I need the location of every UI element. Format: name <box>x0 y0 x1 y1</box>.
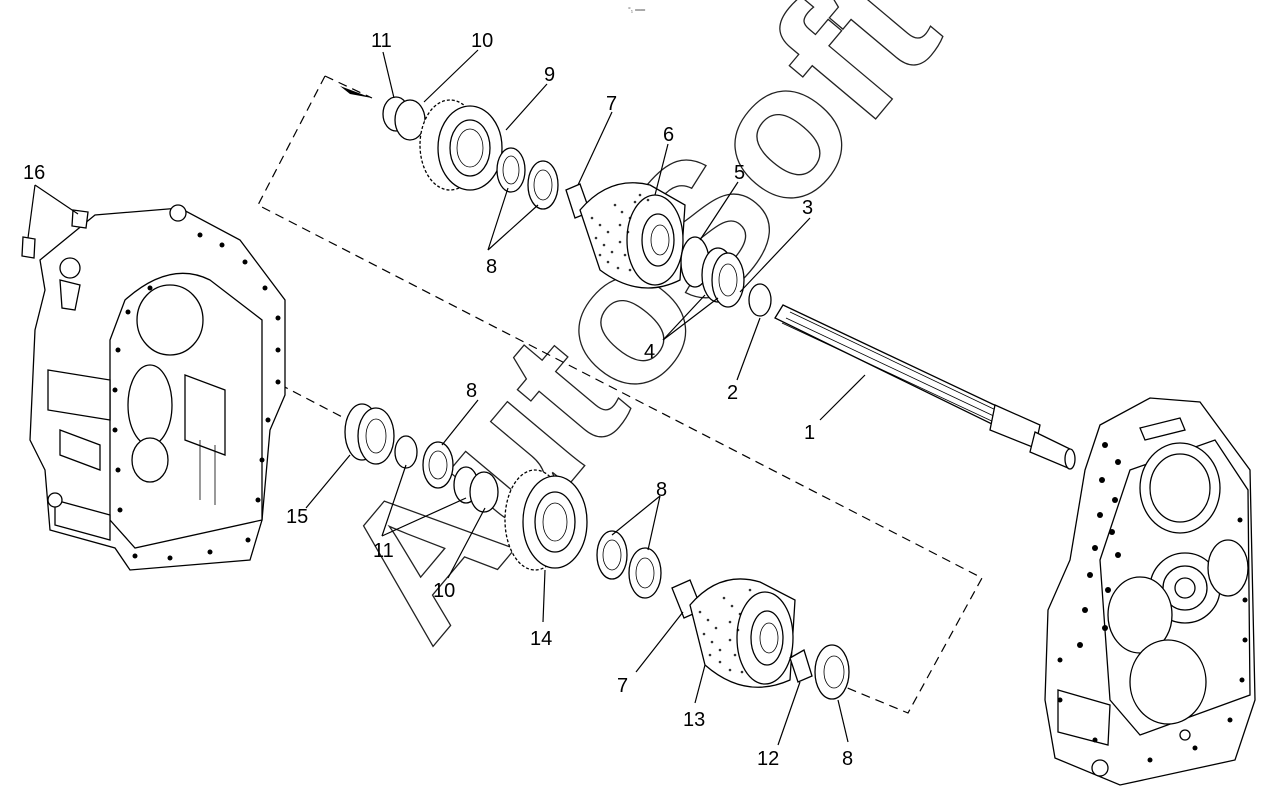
ring-part-2 <box>748 283 772 317</box>
callout-8-lower-right: 8 <box>656 479 667 501</box>
arrow-head-icon <box>340 86 372 98</box>
ring-part-12 <box>789 649 813 683</box>
clutch-part-6 <box>579 182 686 289</box>
upper-gear-train <box>382 96 772 317</box>
callout-8-bottom: 8 <box>842 748 853 770</box>
race-part-8b <box>527 160 559 210</box>
callout-12: 12 <box>757 748 779 770</box>
callout-16: 16 <box>23 162 45 184</box>
callout-8-upper: 8 <box>486 256 497 278</box>
gear-part-9 <box>419 99 503 191</box>
callout-1: 1 <box>804 422 815 444</box>
callout-7: 7 <box>606 93 617 115</box>
callout-10-lower: 10 <box>433 580 455 602</box>
callout-14: 14 <box>530 628 552 650</box>
clip-part-16b <box>21 236 36 259</box>
callout-labels: 11 10 9 7 6 5 3 4 2 1 8 16 8 15 11 10 14… <box>23 30 853 770</box>
race-part-8f <box>814 644 850 700</box>
bearing-part-3 <box>701 247 745 308</box>
callout-2: 2 <box>727 382 738 404</box>
callout-11: 11 <box>371 30 392 52</box>
ring-part-10a <box>394 99 426 141</box>
race-part-8e <box>628 547 662 599</box>
clip-part-16a <box>71 209 89 229</box>
callout-10: 10 <box>471 30 493 52</box>
gear-part-14 <box>504 469 588 571</box>
callout-7-lower: 7 <box>617 675 628 697</box>
right-housing <box>1044 397 1256 786</box>
race-part-8c <box>422 441 454 489</box>
callout-15: 15 <box>286 506 308 528</box>
callout-13: 13 <box>683 709 705 731</box>
lower-gear-train <box>344 403 850 700</box>
header-mark: °₁ ══ <box>628 6 645 14</box>
callout-6: 6 <box>663 124 674 146</box>
race-part-8d <box>596 530 628 580</box>
race-part-8a <box>496 147 526 193</box>
callout-5: 5 <box>734 162 745 184</box>
callout-11-lower: 11 <box>373 540 394 562</box>
callout-4: 4 <box>644 341 655 363</box>
callout-8-lower-left: 8 <box>466 380 477 402</box>
callout-3: 3 <box>802 197 813 219</box>
leader-lines <box>27 49 866 746</box>
bearing-part-15 <box>344 403 395 465</box>
snap-ring-part-11b <box>394 435 418 469</box>
callout-9: 9 <box>544 64 555 86</box>
clutch-part-13 <box>689 578 796 688</box>
left-housing <box>21 204 286 571</box>
shaft-part-1 <box>774 304 1076 470</box>
